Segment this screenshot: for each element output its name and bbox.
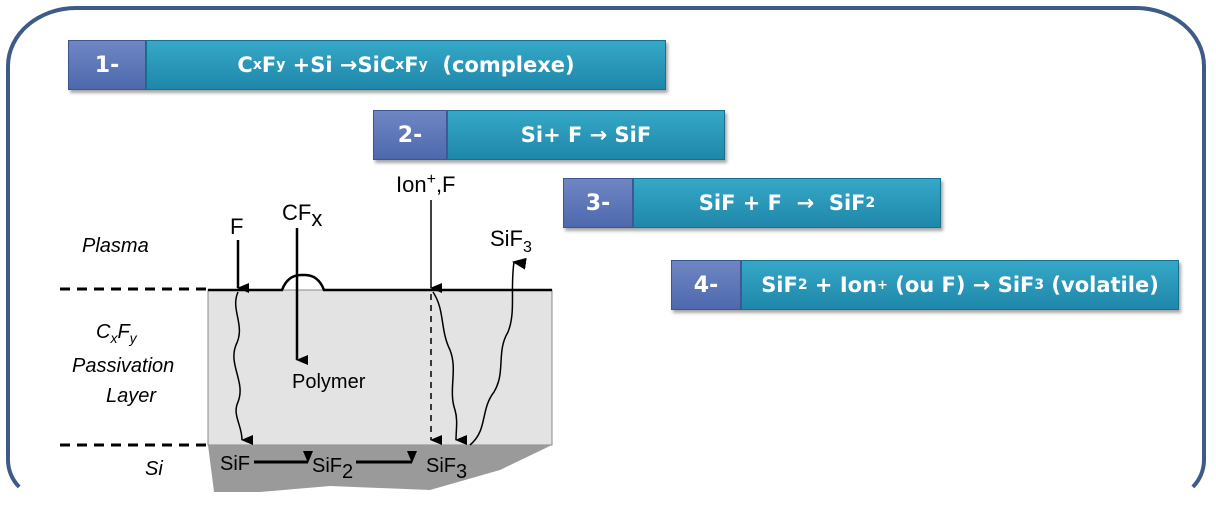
step-2-reaction: Si+ F → SiF <box>447 110 725 160</box>
ion-label: Ion+,F <box>396 171 456 197</box>
polymer-label: Polymer <box>292 371 366 393</box>
passivation-label: CxFy <box>96 321 138 346</box>
step-1-number: 1- <box>68 40 146 90</box>
sif3-gas-label: SiF3 <box>490 226 532 256</box>
rounded-frame <box>6 6 1206 500</box>
step-4-number: 4- <box>671 260 741 310</box>
silicon-layer <box>208 445 552 492</box>
surface-line <box>208 273 552 292</box>
passivation-label-line2: Passivation <box>72 355 174 377</box>
chain-sif2-label: SiF2 <box>312 455 353 483</box>
cfx-label: CFx <box>282 200 322 231</box>
sif3-escape-arrow <box>469 257 527 446</box>
f-wavy-arrow <box>432 291 468 446</box>
chain-sif-label: SiF <box>220 453 250 475</box>
step-2: 2- Si+ F → SiF <box>373 110 725 160</box>
chain-sif3-label: SiF3 <box>426 455 467 483</box>
si-label: Si <box>145 458 163 480</box>
f-label: F <box>230 214 243 239</box>
plasma-label: Plasma <box>82 235 149 257</box>
passivation-label-line3: Layer <box>106 385 157 407</box>
step-2-number: 2- <box>373 110 447 160</box>
step-3-number: 3- <box>563 178 633 228</box>
passivation-layer <box>207 289 553 446</box>
f-diffusion-arrow <box>233 291 254 445</box>
